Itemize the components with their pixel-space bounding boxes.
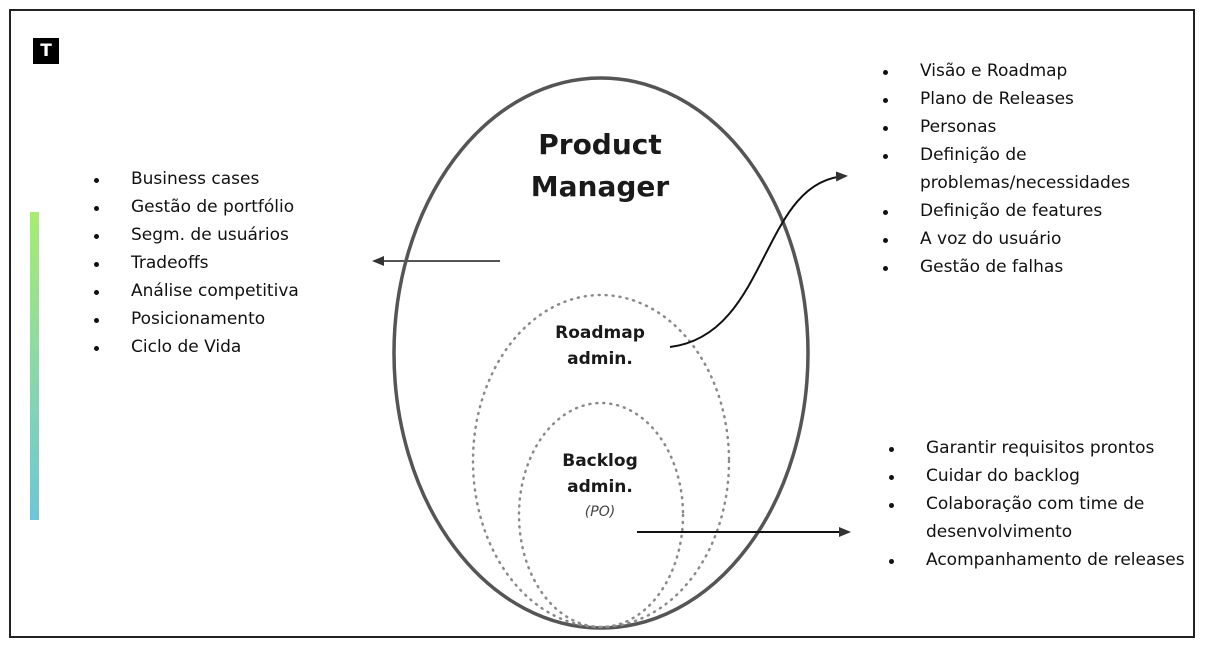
list-item: A voz do usuário xyxy=(880,225,1180,253)
diagram-frame xyxy=(9,9,1195,638)
list-item: Colaboração com time de desenvolvimento xyxy=(886,490,1206,546)
list-item: Visão e Roadmap xyxy=(880,57,1180,85)
pm-title-line1: Product xyxy=(538,128,662,161)
list-item: Definição de problemas/necessidades xyxy=(880,141,1180,197)
list-item: Definição de features xyxy=(880,197,1180,225)
backlog-admin-ellipse xyxy=(517,401,685,629)
left-bullet-list: Business cases Gestão de portfólio Segm.… xyxy=(91,165,371,361)
logo-badge: T xyxy=(33,38,59,64)
list-item: Segm. de usuários xyxy=(91,221,371,249)
list-item: Garantir requisitos prontos xyxy=(886,434,1206,462)
roadmap-label-line1: Roadmap xyxy=(555,323,645,343)
list-item: Gestão de portfólio xyxy=(91,193,371,221)
product-manager-title: Product Manager xyxy=(480,124,720,208)
top-right-bullet-list: Visão e Roadmap Plano de Releases Person… xyxy=(880,57,1180,281)
list-item: Análise competitiva xyxy=(91,277,371,305)
backlog-admin-label: Backlog admin. xyxy=(520,448,680,500)
po-label: (PO) xyxy=(584,504,616,520)
list-item: Ciclo de Vida xyxy=(91,333,371,361)
roadmap-label-line2: admin. xyxy=(567,349,633,369)
arrow-to-top-right-list xyxy=(669,171,848,348)
list-item: Tradeoffs xyxy=(91,249,371,277)
roadmap-admin-label: Roadmap admin. xyxy=(520,320,680,372)
list-item: Gestão de falhas xyxy=(880,253,1180,281)
list-item: Posicionamento xyxy=(91,305,371,333)
backlog-label-line1: Backlog xyxy=(562,451,638,471)
backlog-label-line2: admin. xyxy=(567,477,633,497)
bottom-right-bullet-list: Garantir requisitos prontos Cuidar do ba… xyxy=(886,434,1206,574)
list-item: Plano de Releases xyxy=(880,85,1180,113)
accent-bar xyxy=(30,212,39,520)
pm-title-line2: Manager xyxy=(530,170,670,203)
list-item: Acompanhamento de releases xyxy=(886,546,1206,574)
list-item: Business cases xyxy=(91,165,371,193)
list-item: Cuidar do backlog xyxy=(886,462,1206,490)
list-item: Personas xyxy=(880,113,1180,141)
